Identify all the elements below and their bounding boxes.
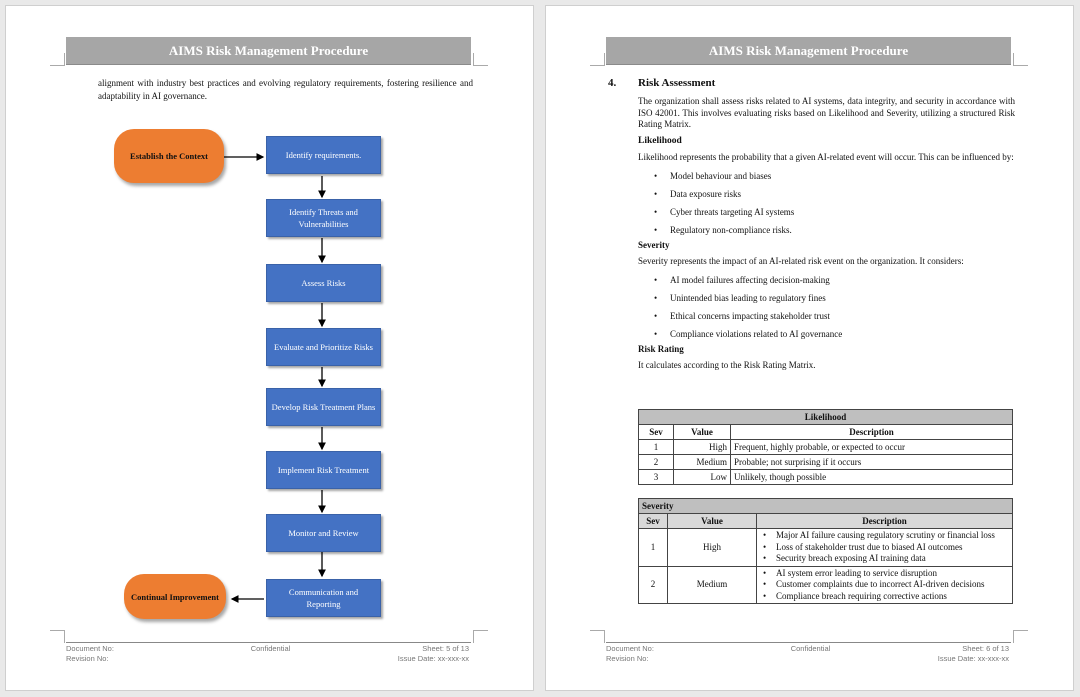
crop-mark xyxy=(50,53,65,66)
footer-issue-date: Issue Date: xx-xxx-xx xyxy=(397,654,469,663)
table-row: 1 High Major AI failure causing regulato… xyxy=(638,528,1013,567)
flow-step-implement-treatment: Implement Risk Treatment xyxy=(266,451,381,489)
list-item: Regulatory non-compliance risks. xyxy=(638,221,1015,239)
likelihood-list: Model behaviour and biases Data exposure… xyxy=(638,167,1015,239)
section-title: Risk Assessment xyxy=(638,77,716,89)
cell-description: Unlikely, though possible xyxy=(730,469,1013,485)
footer-revision-no: Revision No: xyxy=(606,654,649,663)
cell-description: Frequent, highly probable, or expected t… xyxy=(730,439,1013,455)
list-item: Ethical concerns impacting stakeholder t… xyxy=(638,307,1015,325)
col-header-value: Value xyxy=(673,424,731,440)
table-row: 3 Low Unlikely, though possible xyxy=(638,469,1013,485)
severity-list: AI model failures affecting decision-mak… xyxy=(638,271,1015,343)
flow-step-evaluate-prioritize: Evaluate and Prioritize Risks xyxy=(266,328,381,366)
list-item: AI system error leading to service disru… xyxy=(760,568,1009,580)
cell-value: Medium xyxy=(667,565,757,604)
col-header-sev: Sev xyxy=(638,513,668,529)
list-item: Model behaviour and biases xyxy=(638,167,1015,185)
cell-sev: 3 xyxy=(638,469,674,485)
table-row: 2 Medium Probable; not surprising if it … xyxy=(638,454,1013,470)
establish-context-node: Establish the Context xyxy=(114,129,224,183)
crop-mark xyxy=(1013,630,1028,643)
cell-description: Major AI failure causing regulatory scru… xyxy=(756,528,1013,567)
cell-sev: 1 xyxy=(638,528,668,567)
cell-value: Medium xyxy=(673,454,731,470)
list-item: Data exposure risks xyxy=(638,185,1015,203)
continual-improvement-node: Continual Improvement xyxy=(124,574,226,619)
table-row: 1 High Frequent, highly probable, or exp… xyxy=(638,439,1013,455)
table-row: 2 Medium AI system error leading to serv… xyxy=(638,565,1013,604)
col-header-sev: Sev xyxy=(638,424,674,440)
page-header-title: AIMS Risk Management Procedure xyxy=(66,37,471,65)
severity-table: Severity Sev Value Description 1 High Ma… xyxy=(638,498,1013,604)
risk-rating-heading: Risk Rating xyxy=(638,343,684,354)
flow-step-develop-treatment: Develop Risk Treatment Plans xyxy=(266,388,381,426)
footer-document-no: Document No: xyxy=(66,644,114,653)
flow-step-monitor-review: Monitor and Review xyxy=(266,514,381,552)
document-page-6: AIMS Risk Management Procedure 4. Risk A… xyxy=(545,5,1074,691)
footer-confidential: Confidential xyxy=(250,644,291,653)
flow-step-assess-risks: Assess Risks xyxy=(266,264,381,302)
crop-mark xyxy=(473,630,488,643)
section-number: 4. xyxy=(608,77,617,89)
col-header-value: Value xyxy=(667,513,757,529)
likelihood-table-title: Likelihood xyxy=(638,409,1013,425)
crop-mark xyxy=(1013,53,1028,66)
likelihood-table: Likelihood Sev Value Description 1 High … xyxy=(638,409,1013,485)
list-item: Cyber threats targeting AI systems xyxy=(638,203,1015,221)
severity-heading: Severity xyxy=(638,239,670,250)
footer-rule xyxy=(606,642,1011,643)
list-item: Customer complaints due to incorrect AI-… xyxy=(760,579,1009,591)
section-body: The organization shall assess risks rela… xyxy=(638,96,1015,372)
cell-sev: 2 xyxy=(638,565,668,604)
crop-mark xyxy=(590,53,605,66)
intro-paragraph: alignment with industry best practices a… xyxy=(98,78,473,101)
list-item: Major AI failure causing regulatory scru… xyxy=(760,530,1009,542)
crop-mark xyxy=(50,630,65,643)
page-header-title: AIMS Risk Management Procedure xyxy=(606,37,1011,65)
flowchart-arrows xyxy=(223,153,326,603)
cell-description: Probable; not surprising if it occurs xyxy=(730,454,1013,470)
crop-mark xyxy=(473,53,488,66)
severity-table-title: Severity xyxy=(638,498,1013,514)
flow-step-communication-reporting: Communication and Reporting xyxy=(266,579,381,617)
cell-description: AI system error leading to service disru… xyxy=(756,565,1013,604)
footer-issue-date: Issue Date: xx-xxx-xx xyxy=(937,654,1009,663)
footer-sheet: Sheet: 5 of 13 xyxy=(422,644,469,653)
footer-rule xyxy=(66,642,471,643)
cell-value: High xyxy=(673,439,731,455)
cell-value: Low xyxy=(673,469,731,485)
cell-sev: 2 xyxy=(638,454,674,470)
flow-step-identify-threats: Identify Threats and Vulnerabilities xyxy=(266,199,381,237)
list-item: Security breach exposing AI training dat… xyxy=(760,553,1009,565)
likelihood-heading: Likelihood xyxy=(638,135,682,146)
list-item: AI model failures affecting decision-mak… xyxy=(638,271,1015,289)
footer-sheet: Sheet: 6 of 13 xyxy=(962,644,1009,653)
col-header-description: Description xyxy=(730,424,1013,440)
list-item: Unintended bias leading to regulatory fi… xyxy=(638,289,1015,307)
document-page-5: AIMS Risk Management Procedure alignment… xyxy=(5,5,534,691)
crop-mark xyxy=(590,630,605,643)
footer-document-no: Document No: xyxy=(606,644,654,653)
list-item: Loss of stakeholder trust due to biased … xyxy=(760,542,1009,554)
severity-high-list: Major AI failure causing regulatory scru… xyxy=(760,530,1009,565)
list-item: Compliance violations related to AI gove… xyxy=(638,325,1015,343)
footer-revision-no: Revision No: xyxy=(66,654,109,663)
cell-sev: 1 xyxy=(638,439,674,455)
severity-text: Severity represents the impact of an AI-… xyxy=(638,256,964,266)
severity-medium-list: AI system error leading to service disru… xyxy=(760,568,1009,603)
risk-rating-text: It calculates according to the Risk Rati… xyxy=(638,360,816,370)
cell-value: High xyxy=(667,528,757,567)
list-item: Compliance breach requiring corrective a… xyxy=(760,591,1009,603)
flow-step-identify-requirements: Identify requirements. xyxy=(266,136,381,174)
footer-confidential: Confidential xyxy=(790,644,831,653)
section-intro: The organization shall assess risks rela… xyxy=(638,96,1015,129)
col-header-description: Description xyxy=(756,513,1013,529)
likelihood-text: Likelihood represents the probability th… xyxy=(638,152,1014,162)
